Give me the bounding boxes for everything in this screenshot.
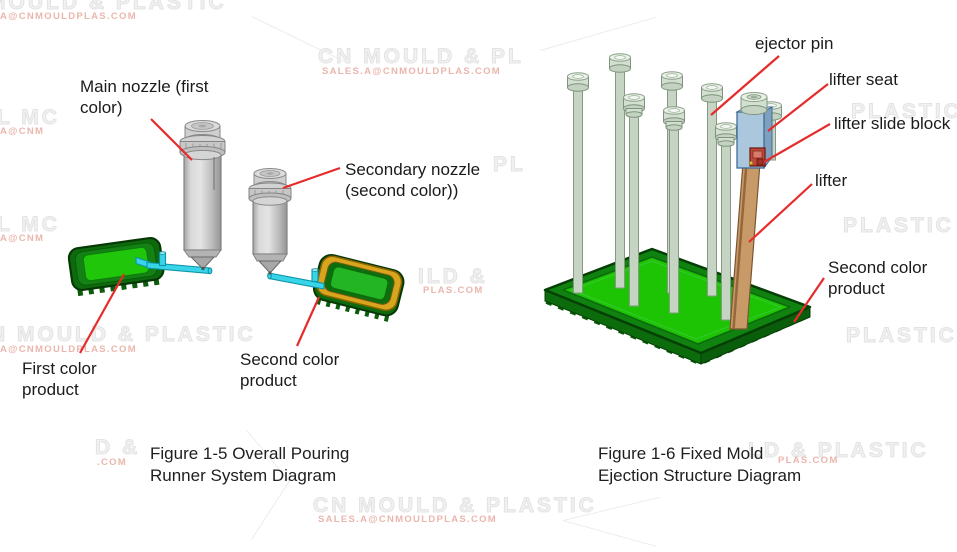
watermark-text: N MOULD & PLASTIC <box>0 323 256 347</box>
watermark-text: PLASTIC <box>843 214 954 238</box>
first-color-product-tray <box>67 236 165 297</box>
watermark-text: D & <box>94 436 141 460</box>
watermark-email: A@CNM <box>0 126 45 137</box>
watermark-text: PL <box>493 153 526 177</box>
watermark-text: MOULD & PLASTIC <box>0 0 227 15</box>
label-first-color-product: First color product <box>22 359 97 399</box>
annotation-lines-left <box>79 118 341 354</box>
watermark-text: CN MOULD & PL <box>318 45 524 69</box>
caption-figure-1-6: Figure 1-6 Fixed Mold Ejection Structure… <box>598 444 802 485</box>
label-lifter-slide-block: lifter slide block <box>834 114 951 133</box>
runner-first-color <box>135 251 213 275</box>
label-main-nozzle: Main nozzle (first color) <box>80 77 209 117</box>
label-ejector-pin: ejector pin <box>755 34 834 53</box>
main-nozzle <box>179 120 226 271</box>
watermark-email: SALES.A@CNMOULDPLAS.COM <box>322 66 502 77</box>
watermark-email: SALES.A@CNMOULDPLAS.COM <box>318 514 498 525</box>
watermark-text: CN MOULD & PLASTIC <box>313 494 597 518</box>
label-lifter: lifter <box>815 171 848 190</box>
label-second-color-product-right: Second color product <box>828 258 928 298</box>
watermark-email: A@CNM <box>0 233 45 244</box>
watermark-text: PLASTIC <box>846 324 957 348</box>
watermark-email: .COM <box>97 457 128 468</box>
label-lifter-seat: lifter seat <box>829 70 898 89</box>
annotation-lines-right <box>710 55 831 323</box>
second-color-product-tray <box>312 254 405 323</box>
watermark-email: PLAS.COM <box>423 285 484 296</box>
watermark-text: ILD & <box>418 265 488 289</box>
caption-figure-1-5: Figure 1-5 Overall Pouring Runner System… <box>150 444 350 485</box>
watermark-text: LD & PLASTIC <box>748 439 929 463</box>
runner-second-color <box>267 268 325 290</box>
label-second-color-product-left: Second color product <box>240 350 340 390</box>
lifter-slide-block <box>748 147 766 167</box>
watermark-email: A@CNMOULDPLAS.COM <box>0 11 137 22</box>
secondary-nozzle <box>248 168 292 275</box>
figure-1-6-illustration <box>543 53 831 365</box>
figure-1-5-illustration <box>67 118 405 354</box>
watermark-text: PLASTIC <box>851 100 957 124</box>
label-secondary-nozzle: Secondary nozzle (second color)) <box>345 160 481 200</box>
watermark-text: L MC <box>0 106 60 130</box>
watermark-email: A@CNMOULDPLAS.COM <box>0 344 137 355</box>
watermark-email: PLAS.COM <box>778 455 839 466</box>
watermark-text: L MC <box>0 213 60 237</box>
